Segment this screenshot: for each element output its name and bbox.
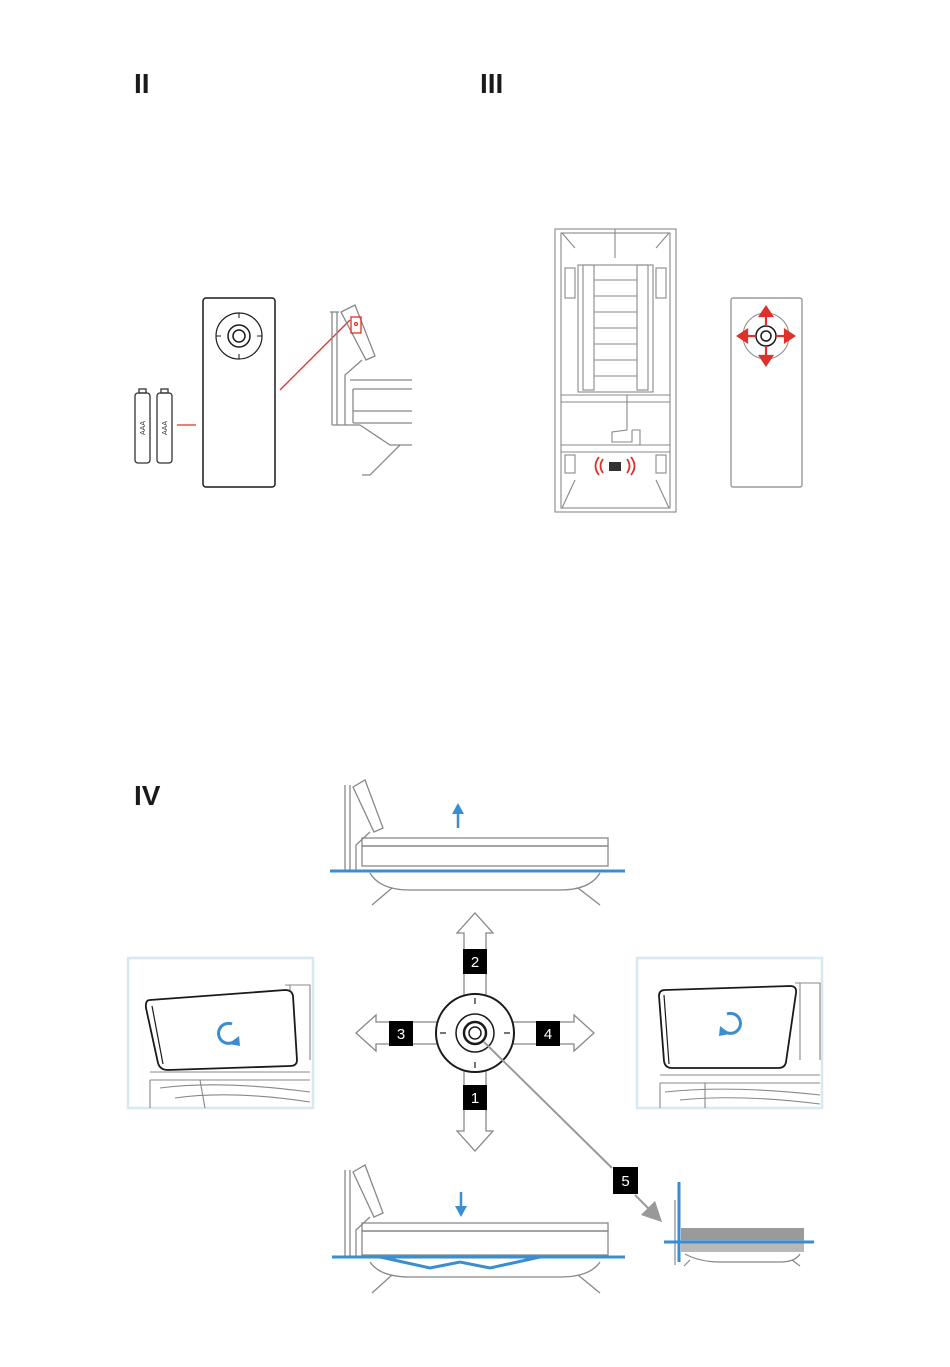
receiver-signal-icon: [596, 457, 635, 475]
step-number-left: 3: [397, 1026, 405, 1043]
section-ii: II AAA AAA: [134, 68, 412, 487]
bed-side-view: [330, 305, 412, 475]
step-number-center: 5: [621, 1173, 629, 1190]
section-ii-label: II: [134, 68, 150, 99]
step-badge-left: 3: [389, 1021, 413, 1046]
battery-label-2: AAA: [162, 421, 169, 435]
step-badge-down: 1: [463, 1085, 487, 1110]
arrow-up-icon: [452, 803, 464, 828]
flat-position-view: [664, 1182, 814, 1266]
bed-lower-view: [345, 1165, 608, 1293]
center-press-pointer: [484, 1042, 612, 1168]
tilt-left-view: [128, 958, 313, 1108]
section-iv-label: IV: [134, 780, 161, 811]
lower-baseline: [332, 1257, 625, 1268]
section-iii: III: [480, 68, 802, 512]
step-badge-up: 2: [463, 949, 487, 974]
holder-connector-line: [280, 320, 350, 390]
battery-label-1: AAA: [140, 421, 147, 435]
step-number-right: 4: [544, 1026, 552, 1043]
section-iv: IV: [128, 780, 822, 1293]
step-badge-right: 4: [536, 1021, 560, 1046]
remote-control-pairing: [731, 298, 802, 487]
bed-raise-view: [345, 780, 608, 905]
remote-control: [203, 298, 275, 487]
section-iii-label: III: [480, 68, 503, 99]
step-badge-center: 5: [613, 1167, 638, 1194]
step-number-down: 1: [471, 1090, 479, 1107]
step-number-up: 2: [471, 954, 479, 971]
arrow-down-icon: [455, 1192, 467, 1217]
center-press-pointer-end: [635, 1195, 655, 1215]
